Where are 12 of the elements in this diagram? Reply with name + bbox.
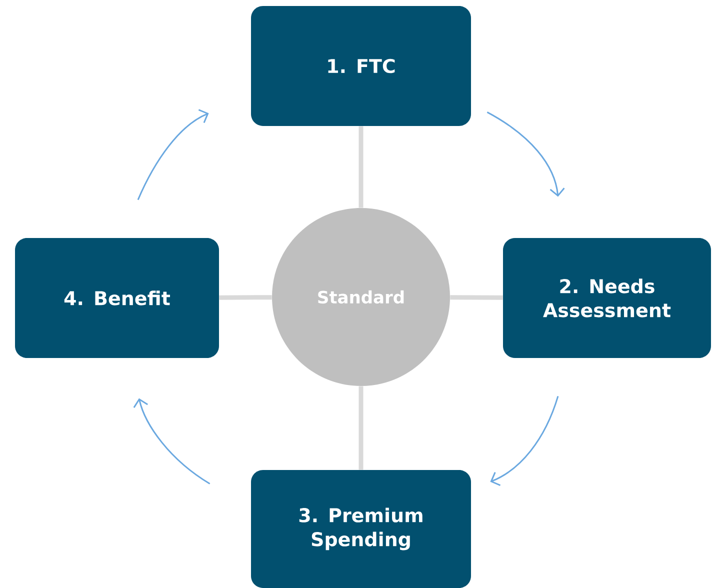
process-box: 1. FTC <box>251 6 471 126</box>
process-box: 4. Benefit <box>15 238 219 358</box>
curved-arrow <box>137 109 209 200</box>
curved-arrow <box>133 398 210 484</box>
connector-line <box>358 126 364 208</box>
connector-line <box>358 386 364 470</box>
connector-line <box>450 295 503 300</box>
process-box: 2. Needs Assessment <box>503 238 711 358</box>
process-box: 3. Premium Spending <box>251 470 471 588</box>
curved-arrow <box>486 112 565 197</box>
curved-arrow <box>490 396 559 486</box>
connector-line <box>219 295 272 300</box>
